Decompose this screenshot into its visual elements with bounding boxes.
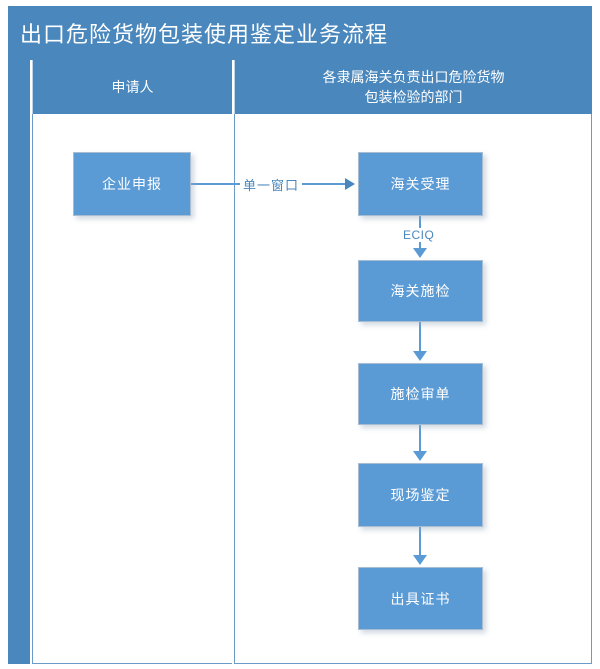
page-title: 出口危险货物包装使用鉴定业务流程 [20,22,389,47]
arrowhead-apply-to-accept-icon [345,178,355,190]
edge-label-single-window: 单一窗口 [240,175,303,194]
node-site-appraisal[interactable]: 现场鉴定 [358,463,483,527]
node-apply[interactable]: 企业申报 [73,152,191,216]
node-site-appraisal-label: 现场鉴定 [390,487,451,503]
title-bar: 出口危险货物包装使用鉴定业务流程 [8,6,592,60]
node-audit[interactable]: 施检审单 [358,363,483,425]
arrowhead-audit-to-site-icon [413,451,427,461]
node-inspect[interactable]: 海关施检 [358,260,483,322]
node-audit-label: 施检审单 [390,386,451,402]
edge-label-eciq: ECIQ [400,228,438,242]
column-header-customs-dept-line2: 包装检验的部门 [364,89,463,105]
node-accept-label: 海关受理 [390,176,451,192]
node-apply-label: 企业申报 [102,176,162,192]
node-accept[interactable]: 海关受理 [358,152,483,216]
node-inspect-label: 海关施检 [390,283,451,299]
arrowhead-inspect-to-audit-icon [413,351,427,361]
connector-inspect-to-audit [419,322,421,353]
node-issue-certificate-label: 出具证书 [390,590,451,607]
column-header-customs-dept-line1: 各隶属海关负责出口危险货物 [322,68,505,85]
column-header-applicant-label: 申请人 [111,78,154,95]
column-header-applicant: 申请人 [32,60,232,114]
node-issue-certificate[interactable]: 出具证书 [358,567,483,630]
arrowhead-accept-to-inspect-icon [413,248,427,258]
connector-site-to-cert [419,527,421,557]
left-accent-bar [8,60,30,664]
column-header-customs-dept: 各隶属海关负责出口危险货物 包装检验的部门 [234,60,592,114]
connector-audit-to-site [419,425,421,453]
arrowhead-site-to-cert-icon [413,555,427,565]
